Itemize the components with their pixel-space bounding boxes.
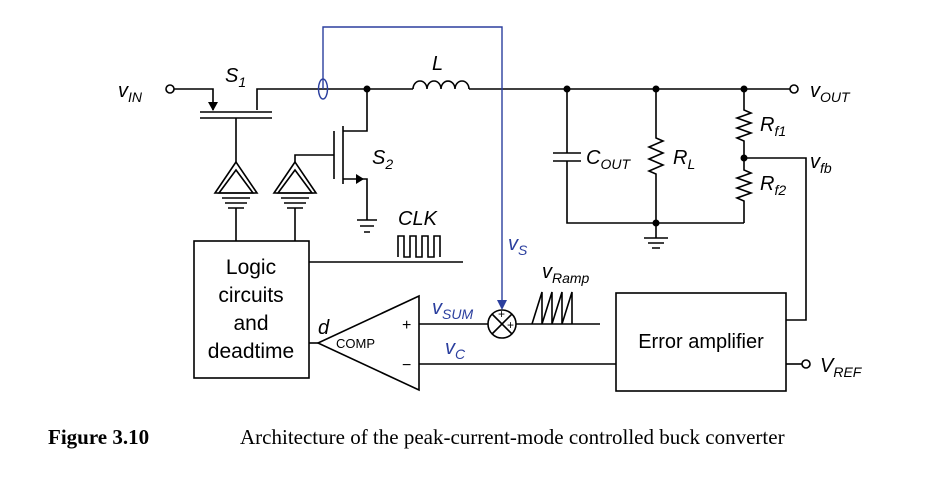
s2-source-wire <box>343 178 368 220</box>
inductor-l <box>412 80 470 90</box>
label-s1: S1 <box>225 65 246 90</box>
summer-cross <box>491 313 513 335</box>
current-sense-arrow <box>497 300 507 310</box>
label-s2: S2 <box>372 147 393 172</box>
logic-block <box>193 240 310 379</box>
error-amplifier-label: Error amplifier <box>638 331 764 353</box>
caption-number: Figure 3.10 <box>48 425 149 449</box>
label-comp-minus: − <box>402 357 411 374</box>
label-vs: vS <box>508 233 528 258</box>
label-rf2: Rf2 <box>760 173 786 198</box>
label-vc: vC <box>445 337 466 362</box>
comparator <box>316 294 420 392</box>
resistor-rl <box>646 89 666 223</box>
capacitor-cout <box>553 89 744 224</box>
logic-line-4: deadtime <box>208 340 294 363</box>
wire-vin <box>174 88 214 110</box>
resistor-rf2 <box>734 158 754 223</box>
label-vin: vIN <box>118 80 143 105</box>
s1-source-arrow <box>208 102 218 111</box>
s2-drain-wire <box>343 89 368 132</box>
logic-line-3: and <box>233 312 268 335</box>
resistor-rf1 <box>734 89 754 158</box>
ground-s2 <box>357 219 377 233</box>
current-sense-loop <box>317 78 329 100</box>
label-comp-plus: + <box>402 317 411 334</box>
label-vfb: vfb <box>810 151 832 176</box>
wire-vfb <box>744 157 807 321</box>
label-clk: CLK <box>398 208 439 230</box>
s2-source-arrow <box>356 174 364 184</box>
label-d: d <box>318 317 330 339</box>
label-vramp: vRamp <box>542 261 590 286</box>
current-sense-wire <box>322 26 503 300</box>
label-comp: COMP <box>336 336 375 351</box>
label-vout: vOUT <box>810 80 851 105</box>
vin-terminal <box>165 84 175 94</box>
label-cout: COUT <box>586 147 631 172</box>
label-sum-plus-right: + <box>507 318 514 332</box>
label-vref: VREF <box>820 355 863 380</box>
error-amplifier-block <box>615 292 787 392</box>
wire-sw-node <box>256 88 413 110</box>
label-rl: RL <box>673 147 695 172</box>
s2-gate-wire <box>294 154 334 162</box>
caption-text: Architecture of the peak-current-mode co… <box>240 425 785 449</box>
gate-driver-s2 <box>272 160 318 241</box>
vref-terminal <box>801 359 811 369</box>
gate-driver-s1 <box>213 160 259 241</box>
label-vsum: vSUM <box>432 297 473 322</box>
label-sum-plus-top: + <box>498 307 505 321</box>
label-l: L <box>432 53 443 75</box>
ground-out <box>644 223 668 249</box>
logic-line-2: circuits <box>218 284 283 307</box>
vout-terminal <box>789 84 799 94</box>
label-rf1: Rf1 <box>760 114 786 139</box>
ramp-symbol <box>531 291 573 325</box>
logic-line-1: Logic <box>226 256 276 279</box>
clk-pulse-symbol <box>397 235 441 258</box>
